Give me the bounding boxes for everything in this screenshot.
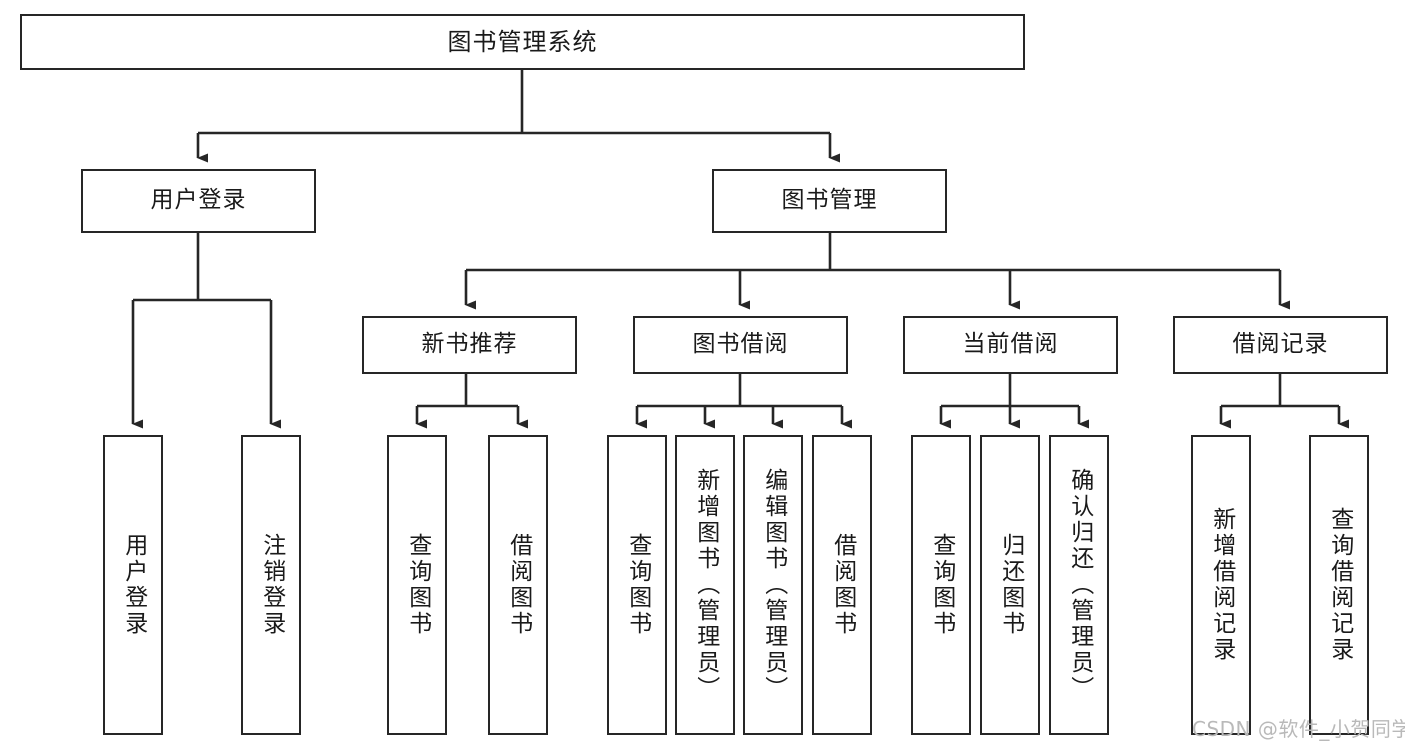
leaf-user-login-signin[interactable]: 用户登录	[103, 435, 163, 735]
leaf-current-query-book[interactable]: 查询图书	[911, 435, 971, 735]
leaf-record-add-record[interactable]: 新增借阅记录	[1191, 435, 1251, 735]
leaf-user-login-signout[interactable]: 注销登录	[241, 435, 301, 735]
watermark-text: CSDN @软件_小贺同学	[1192, 717, 1405, 741]
leaf-borrow-add-book-admin[interactable]: 新增图书（管理员）	[675, 435, 735, 735]
leaf-record-query-record[interactable]: 查询借阅记录	[1309, 435, 1369, 735]
leaf-recommend-borrow-book[interactable]: 借阅图书	[488, 435, 548, 735]
leaf-recommend-query-book[interactable]: 查询图书	[387, 435, 447, 735]
leaf-borrow-query-book[interactable]: 查询图书	[607, 435, 667, 735]
node-book-management[interactable]: 图书管理	[712, 169, 947, 233]
node-new-book-recommend[interactable]: 新书推荐	[362, 316, 577, 374]
leaf-current-confirm-return-admin[interactable]: 确认归还（管理员）	[1049, 435, 1109, 735]
node-current-borrow[interactable]: 当前借阅	[903, 316, 1118, 374]
node-user-login[interactable]: 用户登录	[81, 169, 316, 233]
leaf-borrow-edit-book-admin[interactable]: 编辑图书（管理员）	[743, 435, 803, 735]
leaf-borrow-borrow-book[interactable]: 借阅图书	[812, 435, 872, 735]
node-borrow-record[interactable]: 借阅记录	[1173, 316, 1388, 374]
node-book-borrow[interactable]: 图书借阅	[633, 316, 848, 374]
node-root-system[interactable]: 图书管理系统	[20, 14, 1025, 70]
leaf-current-return-book[interactable]: 归还图书	[980, 435, 1040, 735]
